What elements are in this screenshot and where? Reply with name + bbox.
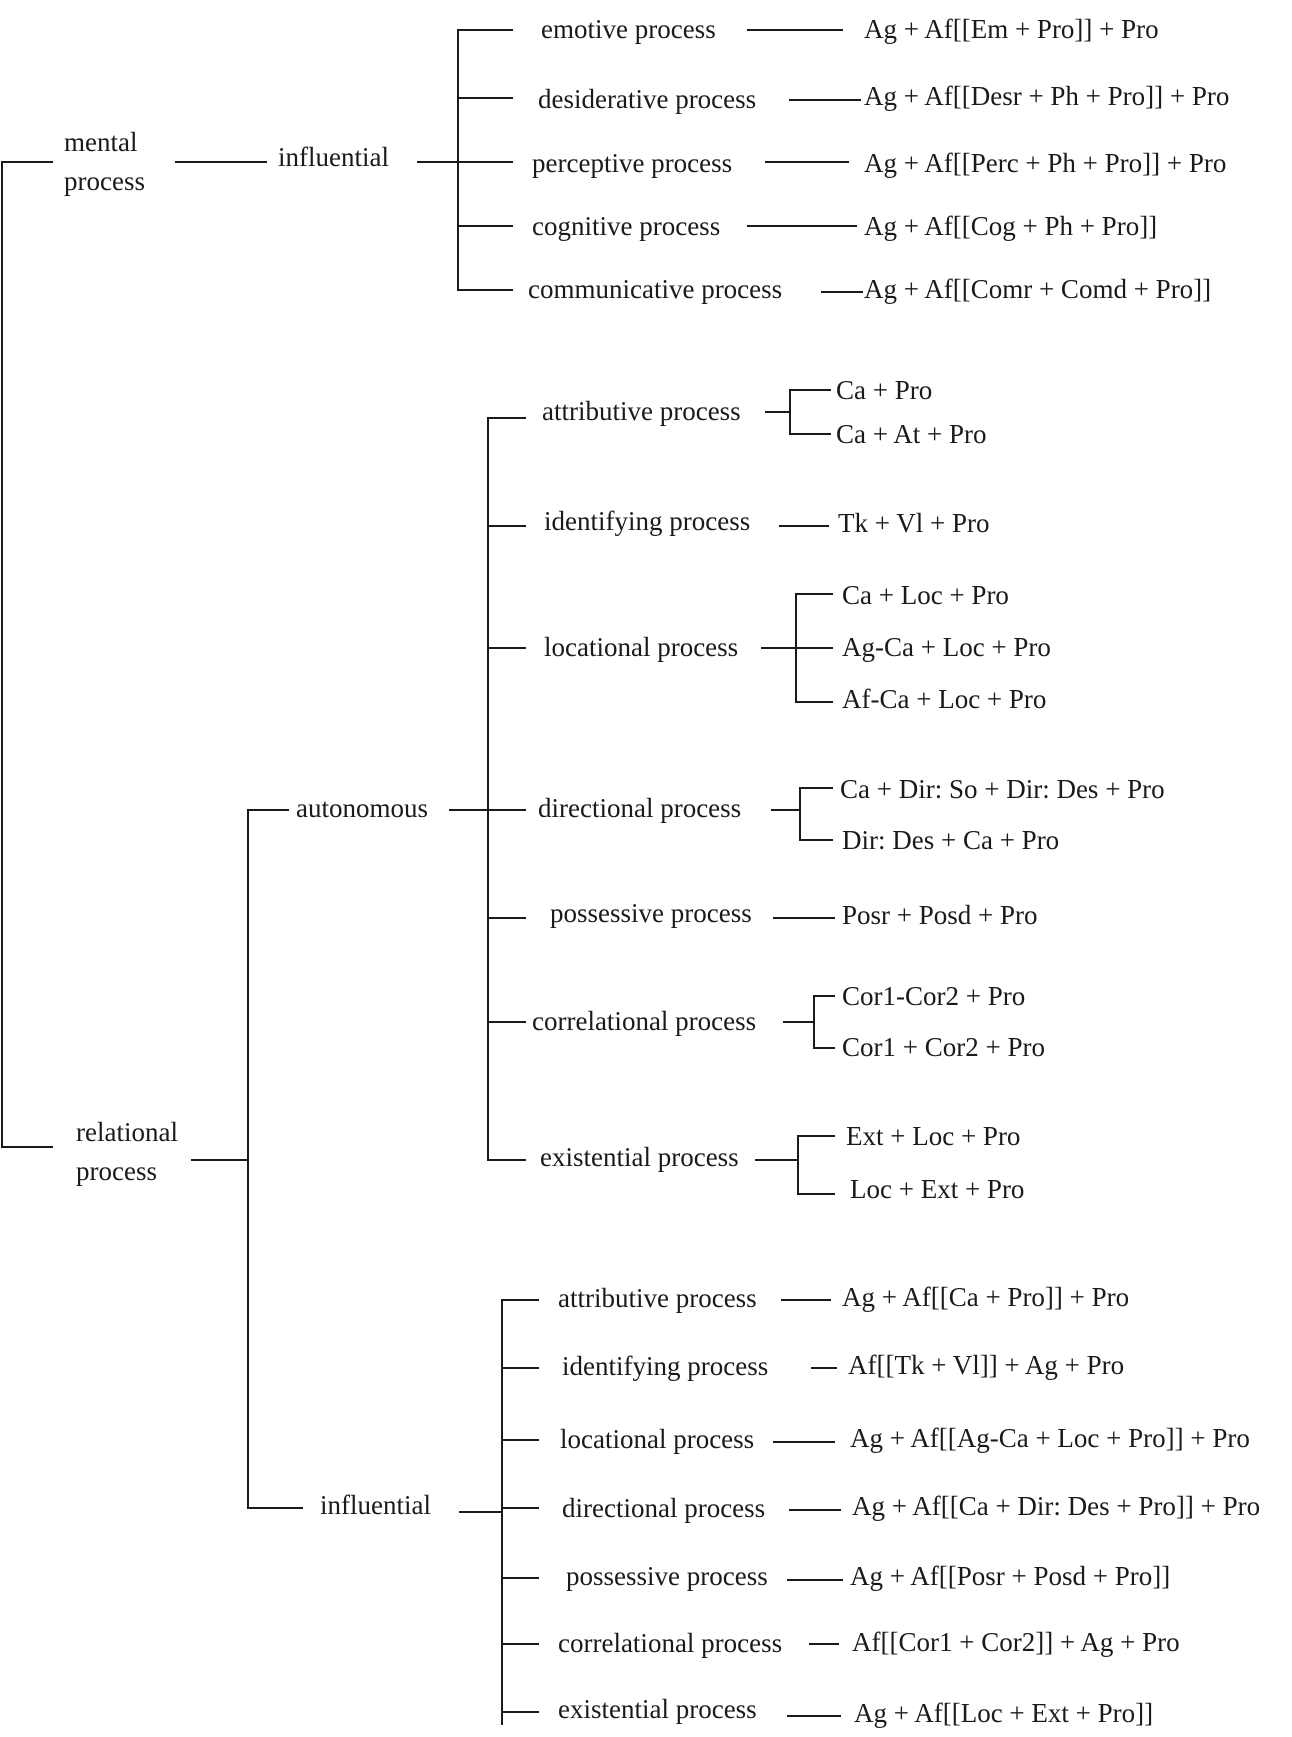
influential-structure: Af[[Cor1 + Cor2]] + Ag + Pro [852, 1627, 1180, 1657]
autonomous-structure: Ca + Pro [836, 375, 932, 405]
influential-process-name: existential process [558, 1694, 757, 1724]
mental-structure: Ag + Af[[Comr + Comd + Pro]] [864, 274, 1211, 304]
influential-process-name: identifying process [562, 1351, 768, 1381]
autonomous-structure: Ca + Loc + Pro [842, 580, 1009, 610]
relational-process-label-line2: process [76, 1156, 157, 1186]
mental-process-name: desiderative process [538, 84, 756, 114]
influential-process-name: attributive process [558, 1283, 757, 1313]
autonomous-structure: Tk + Vl + Pro [838, 508, 989, 538]
mental-process-name: perceptive process [532, 148, 732, 178]
influential-process-name: locational process [560, 1424, 754, 1454]
influential-structure: Ag + Af[[Ca + Dir: Des + Pro]] + Pro [852, 1491, 1260, 1521]
mental-process-name: cognitive process [532, 211, 720, 241]
mental-process-label-line1: mental [64, 127, 137, 157]
autonomous-process-name: existential process [540, 1142, 739, 1172]
autonomous-structure: Cor1-Cor2 + Pro [842, 981, 1025, 1011]
mental-structure: Ag + Af[[Em + Pro]] + Pro [864, 14, 1159, 44]
autonomous-structure: Ag-Ca + Loc + Pro [842, 632, 1051, 662]
mental-structure: Ag + Af[[Desr + Ph + Pro]] + Pro [864, 81, 1229, 111]
autonomous-process-name: directional process [538, 793, 741, 823]
autonomous-process-name: identifying process [544, 506, 750, 536]
autonomous-structure: Ext + Loc + Pro [846, 1121, 1020, 1151]
relational-process-label-line1: relational [76, 1117, 178, 1147]
influential-structure: Ag + Af[[Ca + Pro]] + Pro [842, 1282, 1129, 1312]
mental-influential-label: influential [278, 142, 389, 172]
autonomous-structure: Af-Ca + Loc + Pro [842, 684, 1046, 714]
autonomous-label: autonomous [296, 793, 428, 823]
autonomous-structure: Loc + Ext + Pro [850, 1174, 1024, 1204]
autonomous-structure: Dir: Des + Ca + Pro [842, 825, 1059, 855]
mental-structure: Ag + Af[[Cog + Ph + Pro]] [864, 211, 1157, 241]
autonomous-process-name: correlational process [532, 1006, 756, 1036]
influential-process-name: possessive process [566, 1561, 768, 1591]
autonomous-process-name: attributive process [542, 396, 741, 426]
mental-process-label-line2: process [64, 166, 145, 196]
influential-structure: Ag + Af[[Ag-Ca + Loc + Pro]] + Pro [850, 1423, 1250, 1453]
influential-structure: Ag + Af[[Loc + Ext + Pro]] [854, 1698, 1153, 1728]
autonomous-process-name: locational process [544, 632, 738, 662]
relational-influential-label: influential [320, 1490, 431, 1520]
autonomous-structure: Posr + Posd + Pro [842, 900, 1038, 930]
mental-structure: Ag + Af[[Perc + Ph + Pro]] + Pro [864, 148, 1226, 178]
influential-structure: Ag + Af[[Posr + Posd + Pro]] [850, 1561, 1170, 1591]
autonomous-structure: Cor1 + Cor2 + Pro [842, 1032, 1045, 1062]
influential-process-name: directional process [562, 1493, 765, 1523]
autonomous-structure: Ca + At + Pro [836, 419, 986, 449]
autonomous-process-name: possessive process [550, 898, 752, 928]
mental-process-name: emotive process [541, 14, 716, 44]
autonomous-structure: Ca + Dir: So + Dir: Des + Pro [840, 774, 1165, 804]
influential-process-name: correlational process [558, 1628, 782, 1658]
influential-structure: Af[[Tk + Vl]] + Ag + Pro [848, 1350, 1124, 1380]
mental-process-name: communicative process [528, 274, 782, 304]
